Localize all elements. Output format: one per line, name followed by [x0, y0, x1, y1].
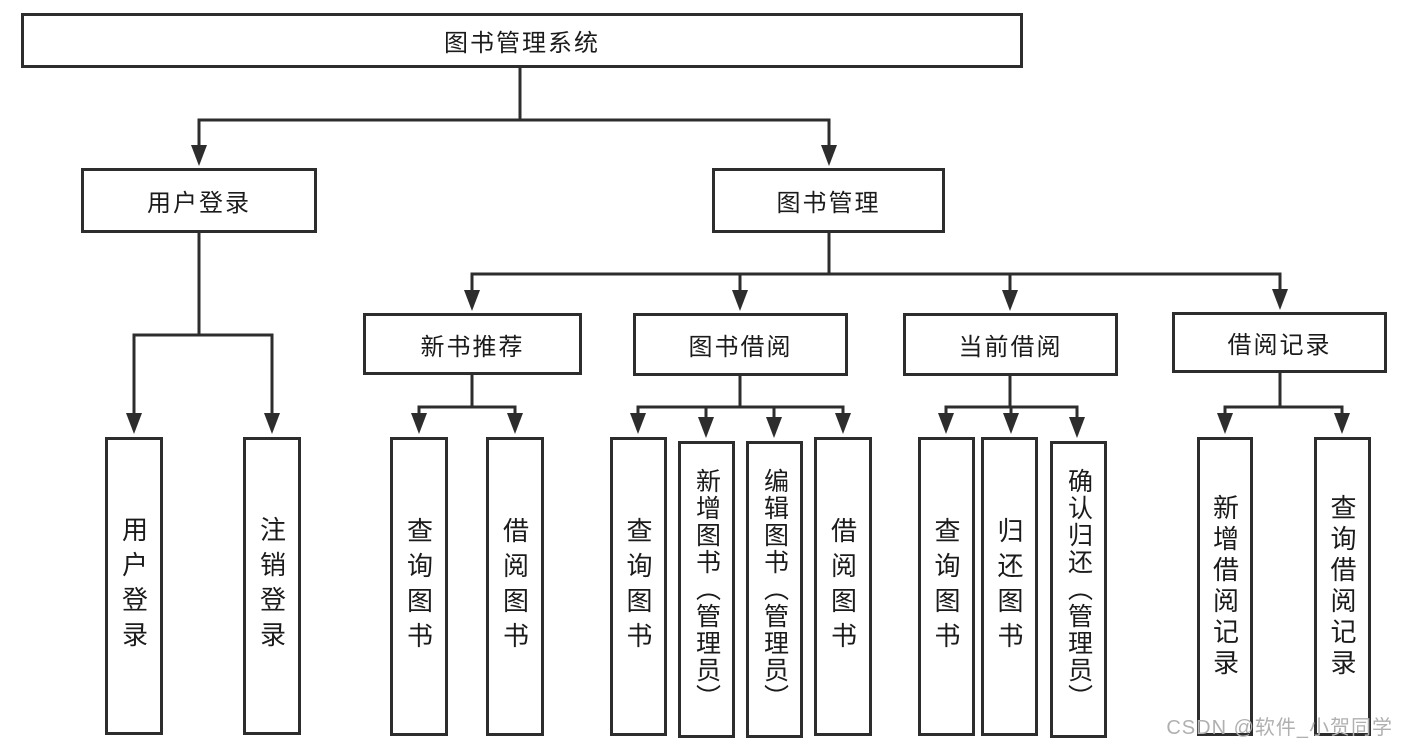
node-query-books-recommend: 查询图书: [390, 437, 448, 736]
node-add-book-admin: 新增图书（管理员）: [678, 441, 735, 738]
node-borrow-books-leaf: 借阅图书: [814, 437, 872, 736]
node-confirm-return-admin: 确认归还（管理员）: [1050, 441, 1107, 738]
csdn-watermark: CSDN @软件_小贺同学: [1166, 717, 1393, 739]
node-logout-leaf: 注销登录: [243, 437, 301, 735]
node-return-book: 归还图书: [981, 437, 1038, 736]
node-new-book-recommend: 新书推荐: [363, 313, 582, 375]
node-user-login-leaf: 用户登录: [105, 437, 163, 735]
node-edit-book-admin: 编辑图书（管理员）: [746, 441, 803, 738]
node-borrow-books-recommend: 借阅图书: [486, 437, 544, 736]
node-book-management: 图书管理: [712, 168, 945, 233]
node-borrow-records: 借阅记录: [1172, 312, 1387, 373]
node-query-books-current: 查询图书: [918, 437, 975, 736]
node-user-login: 用户登录: [81, 168, 317, 233]
node-current-borrow: 当前借阅: [903, 313, 1118, 376]
node-query-borrow-record: 查询借阅记录: [1314, 437, 1371, 736]
node-library-system: 图书管理系统: [21, 13, 1023, 68]
node-book-borrow: 图书借阅: [633, 313, 848, 376]
node-add-borrow-record: 新增借阅记录: [1197, 437, 1253, 736]
node-query-books-borrow: 查询图书: [610, 437, 667, 736]
